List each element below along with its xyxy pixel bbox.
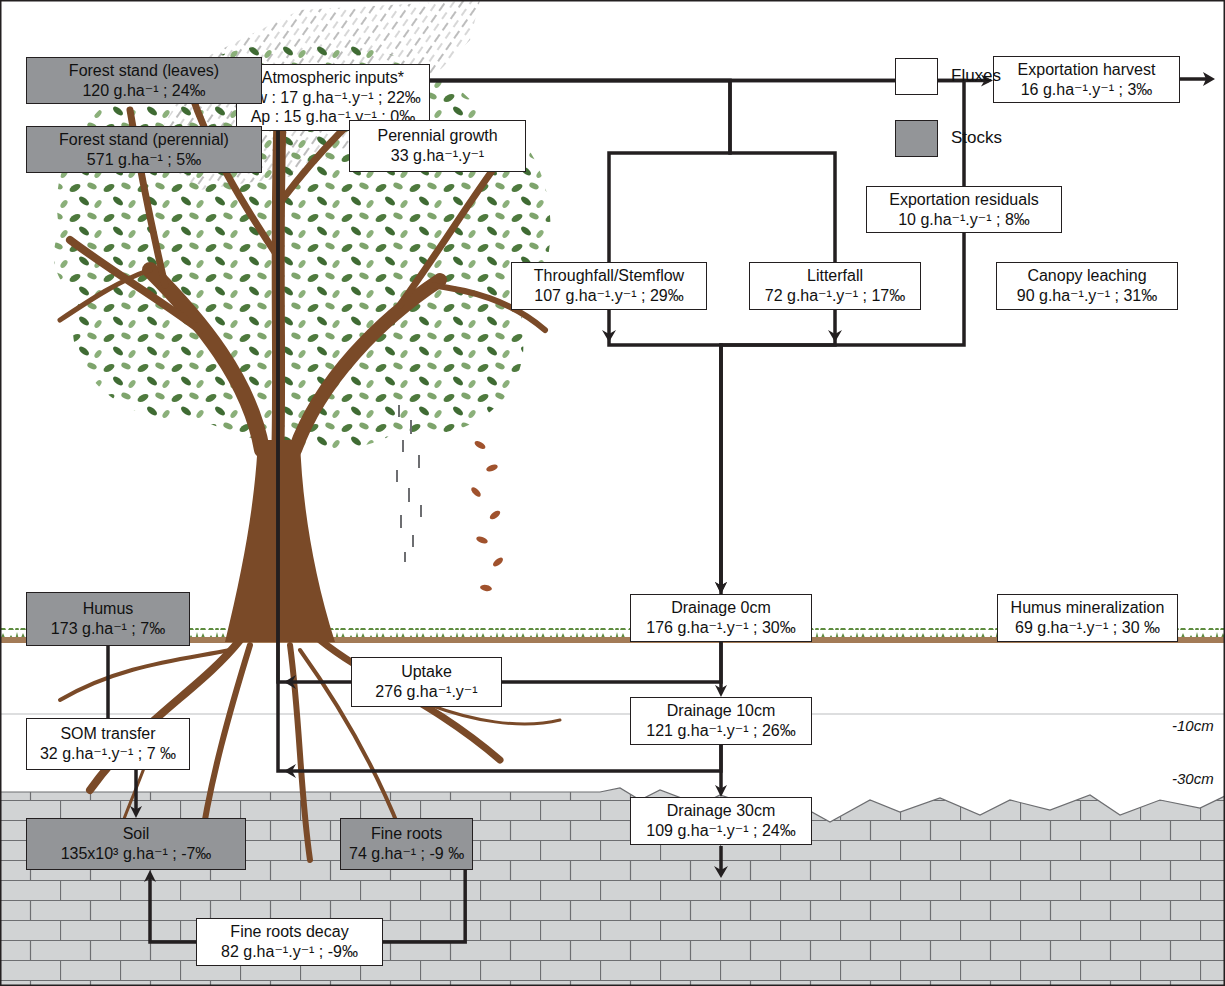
box-title: Forest stand (leaves) <box>35 61 253 81</box>
box-title: Drainage 30cm <box>639 801 803 821</box>
box-title: Humus mineralization <box>1006 598 1169 618</box>
flux-connector <box>134 770 138 814</box>
box-value: 74 g.ha⁻¹ ; -9 ‰ <box>349 844 464 864</box>
flux-box: Throughfall/Stemflow107 g.ha⁻¹.y⁻¹ ; 29‰ <box>511 262 707 310</box>
box-value: 90 g.ha⁻¹.y⁻¹ ; 31‰ <box>1005 286 1169 306</box>
stock-box: Soil135x10³ g.ha⁻¹ ; -7‰ <box>26 818 246 870</box>
flux-box: Uptake276 g.ha⁻¹.y⁻¹ <box>351 657 502 707</box>
flux-box: Litterfall72 g.ha⁻¹.y⁻¹ ; 17‰ <box>749 262 921 310</box>
box-title: Drainage 0cm <box>639 598 803 618</box>
box-value: 121 g.ha⁻¹.y⁻¹ ; 26‰ <box>639 721 803 741</box>
box-value: 82 g.ha⁻¹.y⁻¹ ; -9‰ <box>205 942 374 962</box>
legend-swatch <box>895 120 938 157</box>
box-value: 10 g.ha⁻¹.y⁻¹ ; 8‰ <box>875 210 1053 230</box>
box-value: 109 g.ha⁻¹.y⁻¹ ; 24‰ <box>639 821 803 841</box>
flux-box: SOM transfer32 g.ha⁻¹.y⁻¹ ; 7 ‰ <box>26 718 190 770</box>
flux-connector <box>150 874 196 942</box>
flux-box: Fine roots decay82 g.ha⁻¹.y⁻¹ ; -9‰ <box>196 918 383 966</box>
flux-box: Canopy leaching90 g.ha⁻¹.y⁻¹ ; 31‰ <box>996 262 1178 310</box>
box-title: Forest stand (perennial) <box>35 130 253 150</box>
stock-box: Humus173 g.ha⁻¹ ; 7‰ <box>26 592 190 646</box>
box-title: Fine roots decay <box>205 922 374 942</box>
box-value: 69 g.ha⁻¹.y⁻¹ ; 30 ‰ <box>1006 618 1169 638</box>
box-value: 173 g.ha⁻¹ ; 7‰ <box>35 619 181 639</box>
stock-box: Forest stand (perennial)571 g.ha⁻¹ ; 5‰ <box>26 126 262 173</box>
box-value: 276 g.ha⁻¹.y⁻¹ <box>360 682 493 702</box>
flux-box: Exportation residuals10 g.ha⁻¹.y⁻¹ ; 8‰ <box>866 186 1062 233</box>
flux-box: Perennial growth33 g.ha⁻¹.y⁻¹ <box>349 120 526 172</box>
flux-connector <box>106 646 110 718</box>
box-title: Fine roots <box>349 824 464 844</box>
box-title: Perennial growth <box>358 126 517 146</box>
box-value: 32 g.ha⁻¹.y⁻¹ ; 7 ‰ <box>35 744 181 764</box>
flux-box: Drainage 30cm109 g.ha⁻¹.y⁻¹ ; 24‰ <box>630 797 812 845</box>
box-title: Humus <box>35 599 181 619</box>
legend-swatch <box>895 58 938 95</box>
box-value: 16 g.ha⁻¹.y⁻¹ ; 3‰ <box>1002 80 1171 100</box>
box-title: Litterfall <box>758 266 912 286</box>
box-value: Aw : 17 g.ha⁻¹.y⁻¹ ; 22‰ <box>245 88 421 108</box>
legend-text: Stocks <box>951 128 1002 148</box>
box-title: Canopy leaching <box>1005 266 1169 286</box>
box-title: Drainage 10cm <box>639 701 803 721</box>
flux-connector <box>721 233 964 594</box>
depth-label: -10cm <box>1170 717 1216 734</box>
box-title: Exportation harvest <box>1002 60 1171 80</box>
box-title: Exportation residuals <box>875 190 1053 210</box>
flux-box: Humus mineralization69 g.ha⁻¹.y⁻¹ ; 30 ‰ <box>997 594 1178 642</box>
box-value: 120 g.ha⁻¹ ; 24‰ <box>35 81 253 101</box>
flux-connector <box>266 81 721 771</box>
flux-connector <box>502 642 721 682</box>
box-title: Throughfall/Stemflow <box>520 266 698 286</box>
box-value: 72 g.ha⁻¹.y⁻¹ ; 17‰ <box>758 286 912 306</box>
flux-box: Exportation harvest16 g.ha⁻¹.y⁻¹ ; 3‰ <box>993 56 1180 103</box>
flux-connector <box>609 310 721 590</box>
flux-connector <box>721 310 835 590</box>
box-title: Atmospheric inputs* <box>245 68 421 88</box>
box-value: 571 g.ha⁻¹ ; 5‰ <box>35 150 253 170</box>
stock-box: Forest stand (leaves)120 g.ha⁻¹ ; 24‰ <box>26 57 262 104</box>
depth-label: -30cm <box>1170 770 1216 787</box>
legend-text: Fluxes <box>951 66 1001 86</box>
box-value: 176 g.ha⁻¹.y⁻¹ ; 30‰ <box>639 618 803 638</box>
box-value: 135x10³ g.ha⁻¹ ; -7‰ <box>35 844 237 864</box>
flux-connector <box>383 870 465 942</box>
flux-box: Drainage 0cm176 g.ha⁻¹.y⁻¹ ; 30‰ <box>630 594 812 642</box>
box-title: Soil <box>35 824 237 844</box>
box-value: 107 g.ha⁻¹.y⁻¹ ; 29‰ <box>520 286 698 306</box>
box-title: SOM transfer <box>35 724 181 744</box>
stock-box: Fine roots74 g.ha⁻¹ ; -9 ‰ <box>340 818 473 870</box>
box-title: Uptake <box>360 662 493 682</box>
box-value: 33 g.ha⁻¹.y⁻¹ <box>358 146 517 166</box>
flux-box: Drainage 10cm121 g.ha⁻¹.y⁻¹ ; 26‰ <box>630 697 812 745</box>
